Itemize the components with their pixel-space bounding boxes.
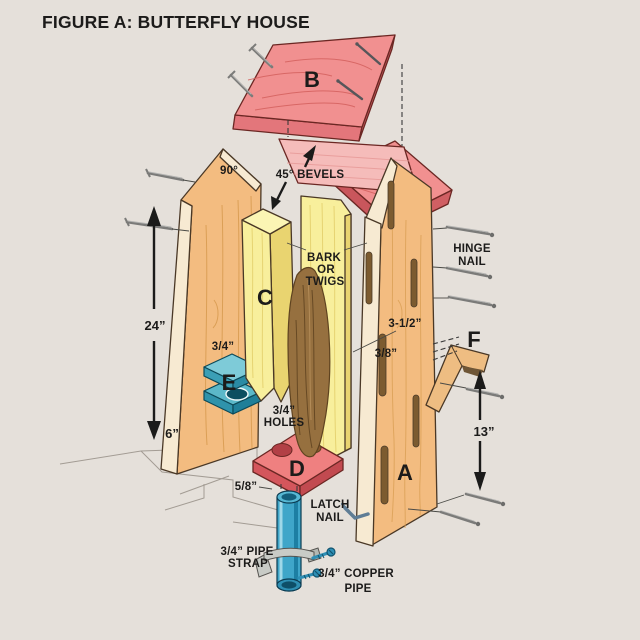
lower-height-label: 6” [165, 426, 179, 441]
spacer-c-front [241, 219, 275, 402]
leader-line [258, 486, 273, 490]
nail-icon [227, 70, 254, 98]
svg-text:LATCH: LATCH [310, 499, 349, 511]
base-plate-d: D [252, 432, 344, 498]
left-wall-side-edge [160, 199, 193, 475]
svg-text:3/4” PIPE: 3/4” PIPE [221, 546, 274, 558]
pipe-strap-band [263, 547, 315, 562]
latch-alignment-dashes [432, 336, 460, 361]
front-wall-a: A 3-1/2” 3/8” [352, 157, 438, 547]
left-wall-peak-edge [219, 148, 262, 192]
svg-text:OR: OR [317, 264, 335, 276]
svg-text:HOLES: HOLES [264, 417, 305, 429]
base-d-top [252, 432, 344, 487]
part-label-a: A [397, 460, 413, 485]
base-thickness-label: 5/8” [235, 481, 258, 493]
pipe-top-opening [281, 493, 297, 501]
svg-text:3/4” COPPER: 3/4” COPPER [318, 568, 394, 580]
bark-board-edge [344, 213, 352, 452]
svg-text:3/4”: 3/4” [273, 405, 296, 417]
latch-nail-icon [340, 502, 370, 520]
entrance-slots [365, 180, 420, 505]
spacer-c-grain [251, 227, 264, 389]
roof-b-top-face [234, 34, 396, 128]
part-label-c: C [257, 285, 273, 310]
slot-spacing-label: 3-1/2” [388, 318, 421, 330]
nail-icon [248, 43, 274, 69]
holes-label: 3/4” HOLES [264, 405, 305, 429]
front-wall-side-edge [355, 216, 382, 547]
hinge-nail-label: HINGE NAIL [453, 243, 491, 268]
nail-icon [336, 79, 364, 101]
latch-f-shadow [462, 366, 483, 377]
bottom-nails [407, 492, 506, 527]
svg-text:HINGE: HINGE [453, 243, 491, 255]
roof-piece-b: B [227, 34, 396, 142]
svg-text:NAIL: NAIL [316, 512, 344, 524]
pipe-strap-label: 3/4” PIPE STRAP [221, 546, 274, 570]
nail-head [336, 79, 340, 83]
front-wall-peak-edge [365, 157, 398, 229]
total-height-label: 24” [145, 318, 166, 333]
bark-strip [287, 266, 331, 458]
slot-width-label: 3/8” [375, 348, 398, 360]
svg-text:TWIGS: TWIGS [306, 276, 345, 288]
nail-head [355, 42, 359, 46]
strap-notch [271, 443, 293, 457]
latch-height-label: 13” [474, 424, 495, 439]
svg-text:BARK: BARK [307, 252, 342, 264]
hinge-nails [432, 225, 497, 309]
front-wall-grain [391, 209, 422, 529]
bevels-label: 45° BEVELS [276, 169, 345, 181]
latch-nail-label: LATCH NAIL [310, 499, 349, 524]
roof-b-grain [247, 58, 373, 111]
part-label-e: E [222, 370, 237, 395]
spacer-c: C [241, 208, 296, 403]
pipe-bottom-opening [281, 581, 297, 589]
bark-streaks [295, 284, 316, 449]
svg-text:NAIL: NAIL [458, 256, 486, 268]
latch-height-arrow [474, 370, 486, 491]
strap-screw-icon [297, 568, 322, 580]
bark-label: BARK OR TWIGS [286, 242, 368, 288]
svg-text:STRAP: STRAP [228, 558, 268, 570]
side-thickness-label: 3/4” [212, 341, 235, 353]
leader-line [343, 242, 368, 251]
latch-f-fold [450, 344, 463, 367]
bark-highlight [307, 279, 312, 421]
figure-title: FIGURE A: BUTTERFLY HOUSE [42, 12, 310, 32]
part-label-f: F [467, 327, 480, 352]
leader-line [286, 242, 307, 251]
svg-text:PIPE: PIPE [344, 583, 371, 595]
height-dimension-arrow [147, 206, 161, 440]
leader-line [352, 330, 397, 353]
copper-pipe-label: 3/4” COPPER PIPE [318, 568, 394, 595]
copper-pipe-assembly [254, 484, 336, 592]
part-label-b: B [304, 67, 320, 92]
nail-icon [355, 42, 382, 66]
bevel-arrows [271, 145, 316, 210]
spacer-c-bevel-top [241, 208, 292, 235]
strap-screw-icon [311, 547, 336, 560]
latch-stick-f: F [425, 327, 490, 413]
peak-angle-label: 90° [220, 165, 238, 177]
latch-pivot-nail [439, 382, 505, 400]
part-label-d: D [289, 456, 305, 481]
